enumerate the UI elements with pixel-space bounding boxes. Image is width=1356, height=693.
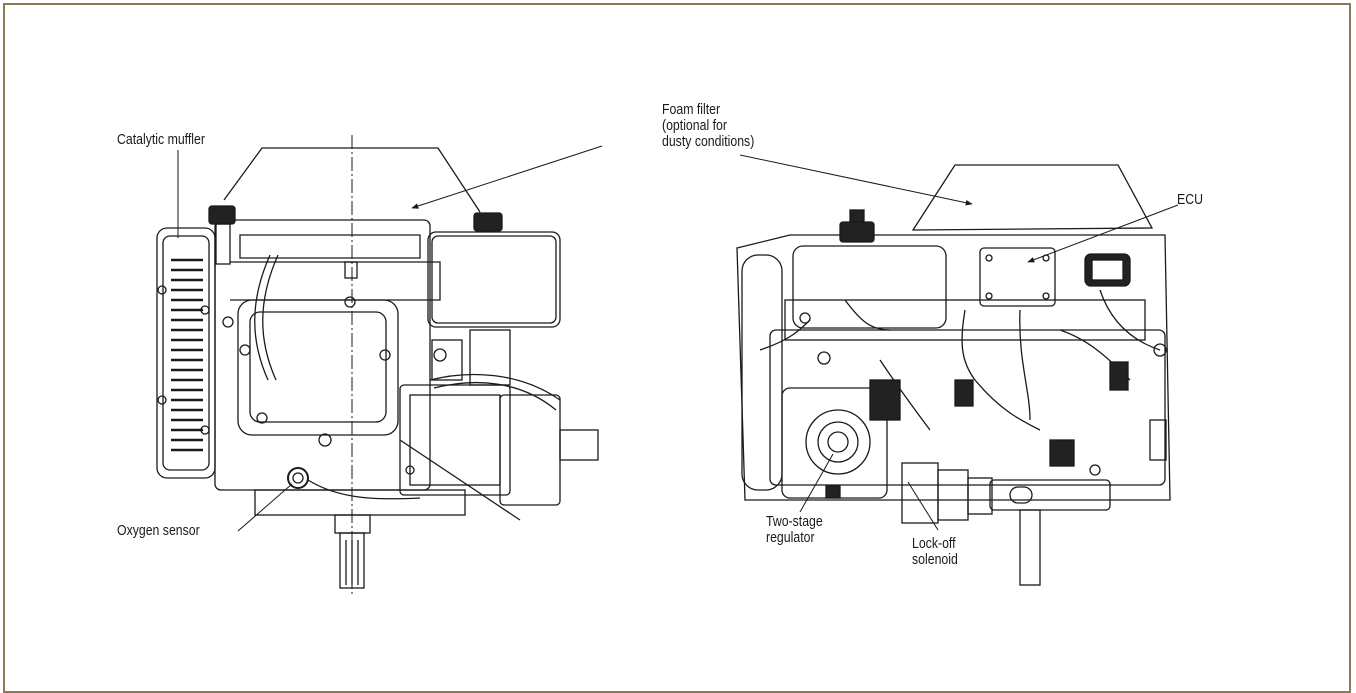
leader-foam-filter-left bbox=[411, 145, 603, 209]
catalytic-muffler-shape bbox=[156, 227, 216, 479]
label-lock-off-solenoid: Lock-off solenoid bbox=[912, 535, 958, 568]
label-two-stage-regulator: Two-stage regulator bbox=[766, 513, 823, 546]
two-stage-regulator-shape bbox=[781, 387, 888, 499]
label-catalytic-muffler: Catalytic muffler bbox=[117, 131, 205, 148]
right-fuel-tank bbox=[792, 209, 947, 329]
leader-two-stage-regulator bbox=[799, 453, 834, 513]
label-oxygen-sensor: Oxygen sensor bbox=[117, 522, 200, 539]
label-ecu: ECU bbox=[1177, 191, 1203, 208]
oxygen-sensor-shape bbox=[287, 467, 421, 500]
leader-lock-off-solenoid bbox=[907, 481, 939, 531]
lock-off-solenoid-shape bbox=[901, 462, 993, 524]
left-engine-view bbox=[156, 135, 599, 595]
leader-foam-filter-right bbox=[739, 154, 973, 206]
leader-lines bbox=[177, 145, 1179, 532]
left-filler-cap bbox=[208, 205, 236, 265]
right-foam-filter-outline bbox=[911, 164, 1154, 231]
ecu-shape bbox=[979, 247, 1056, 307]
left-foam-filter-outline bbox=[223, 147, 481, 213]
leader-ecu bbox=[1027, 204, 1179, 263]
label-foam-filter: Foam filter (optional for dusty conditio… bbox=[662, 101, 755, 150]
right-engine-view bbox=[736, 164, 1171, 586]
leader-oxygen-sensor bbox=[237, 483, 293, 532]
